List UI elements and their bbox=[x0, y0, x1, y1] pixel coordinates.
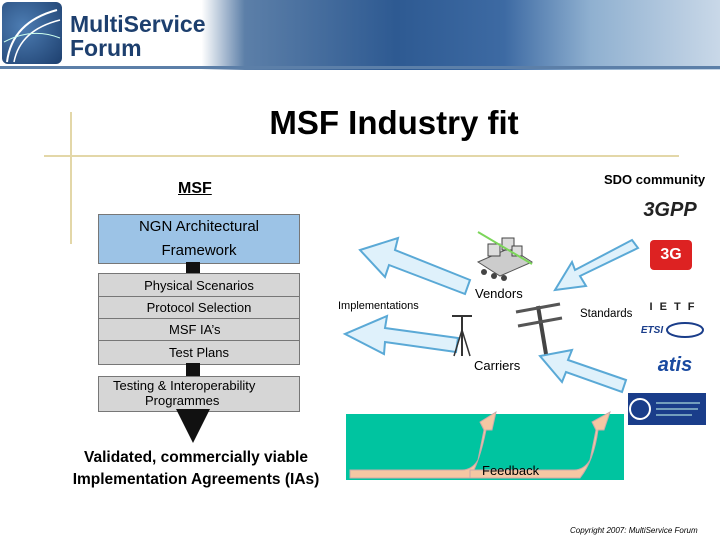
decor-horizontal-line bbox=[44, 155, 679, 157]
sdo-community-label: SDO community bbox=[604, 172, 706, 187]
etsi-logo: ETSI bbox=[638, 318, 708, 342]
atis-logo-text: atis bbox=[657, 353, 693, 376]
prog-line-2: Programmes bbox=[145, 393, 220, 408]
3gpp-logo-text: 3GPP bbox=[643, 198, 697, 221]
atis-logo: atis bbox=[643, 350, 707, 380]
ngn-line-2: Framework bbox=[161, 242, 237, 259]
logo-line-1: MultiService bbox=[70, 11, 206, 37]
validated-ias-text: Validated, commercially viable Implement… bbox=[48, 447, 344, 491]
msf-label: MSF bbox=[178, 180, 212, 197]
itu-logo bbox=[628, 393, 706, 425]
globe-logo-icon bbox=[2, 2, 62, 64]
down-arrow-icon bbox=[176, 409, 210, 443]
test-plans-box: Test Plans bbox=[98, 340, 300, 365]
physical-scenarios-box: Physical Scenarios bbox=[98, 273, 300, 298]
logo-wordmark: MultiService Forum bbox=[70, 12, 206, 60]
msf-ias-box: MSF IA’s bbox=[98, 318, 300, 342]
feedback-arrow-icon bbox=[349, 410, 497, 479]
vendors-icon bbox=[476, 231, 534, 281]
carriers-label: Carriers bbox=[474, 358, 521, 373]
vendors-label: Vendors bbox=[475, 286, 523, 301]
ngn-framework-box: NGN Architectural Framework bbox=[98, 214, 300, 264]
implementations-label: Implementations bbox=[338, 300, 419, 312]
arrow-to-ngn-icon bbox=[358, 236, 472, 296]
feedback-arrow-icon-2 bbox=[469, 410, 611, 479]
msf-ias-label: MSF IA’s bbox=[169, 322, 221, 337]
carriers-icon bbox=[452, 302, 563, 357]
copyright-text: Copyright 2007: MultiService Forum bbox=[570, 526, 698, 535]
feedback-label: Feedback bbox=[482, 463, 540, 478]
arrow-from-atis-icon bbox=[538, 348, 628, 394]
page-title: MSF Industry fit bbox=[269, 104, 519, 141]
arrow-to-test-plans-icon bbox=[342, 314, 460, 356]
ietf-logo: I E T F bbox=[640, 300, 706, 314]
3g-logo: 3G bbox=[650, 240, 692, 270]
3gpp-logo: 3GPP bbox=[632, 192, 708, 228]
protocol-selection-box: Protocol Selection bbox=[98, 296, 300, 320]
decor-vertical-line bbox=[70, 112, 72, 244]
flow-connector bbox=[186, 363, 200, 376]
testing-programmes-box: Testing & Interoperability Programmes bbox=[98, 376, 300, 412]
standards-label: Standards bbox=[580, 308, 633, 320]
validated-line-1: Validated, commercially viable bbox=[83, 449, 308, 466]
etsi-logo-text: ETSI bbox=[640, 324, 664, 336]
prog-line-1: Testing & Interoperability bbox=[113, 378, 256, 393]
flow-connector bbox=[186, 262, 200, 273]
validated-line-2: Implementation Agreements (IAs) bbox=[72, 471, 320, 488]
ietf-logo-text: I E T F bbox=[649, 301, 697, 313]
3g-logo-text: 3G bbox=[660, 246, 682, 263]
header-divider bbox=[0, 66, 720, 69]
ngn-line-1: NGN Architectural bbox=[138, 218, 260, 235]
logo-line-2: Forum bbox=[70, 35, 142, 61]
arrow-from-standards-icon bbox=[553, 238, 640, 292]
